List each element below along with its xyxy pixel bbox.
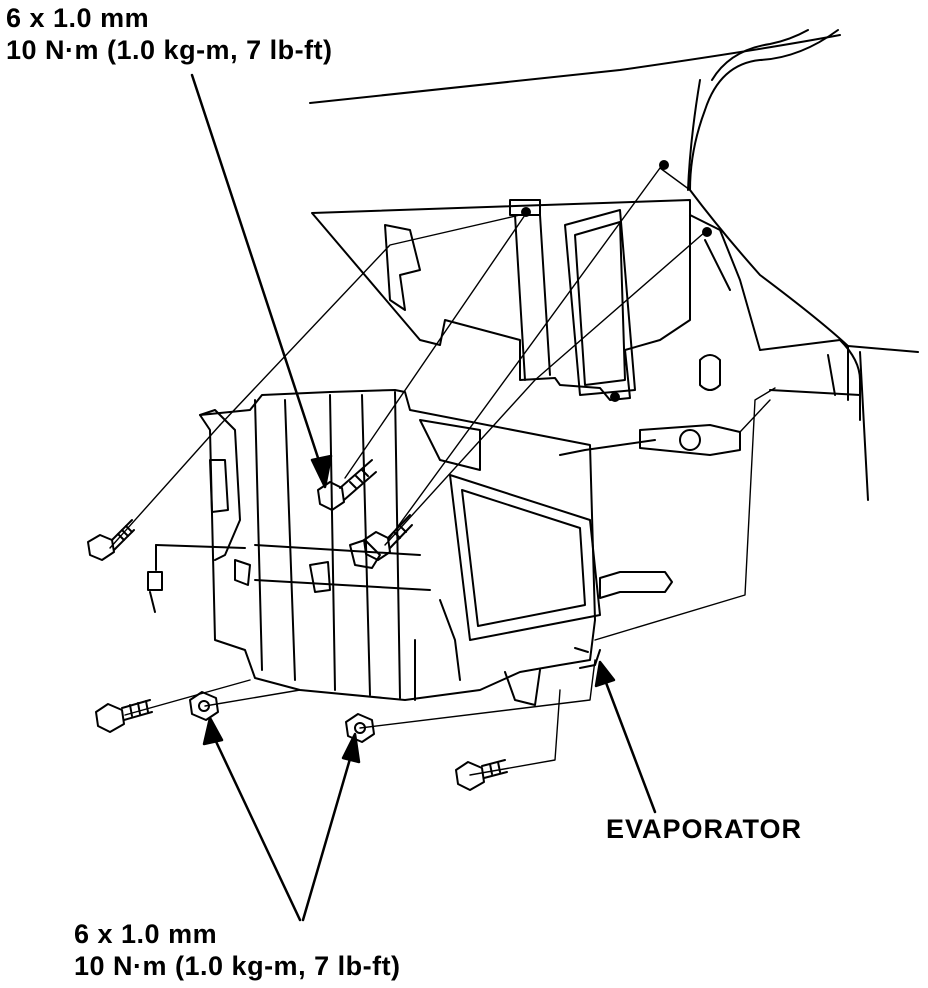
evaporator-callout-arrow xyxy=(603,678,657,814)
bottom-callout-arrow-left xyxy=(210,731,302,922)
bottom-callout-arrow-right xyxy=(301,750,354,922)
assembly-guide-lines xyxy=(109,167,776,776)
top-fastener-torque: 10 N·m (1.0 kg-m, 7 lb-ft) xyxy=(6,35,333,65)
bolt-center-right xyxy=(363,514,413,561)
nut-left xyxy=(189,691,219,721)
bottom-fastener-size: 6 x 1.0 mm xyxy=(74,919,218,949)
top-fastener-size: 6 x 1.0 mm xyxy=(6,3,150,33)
top-fastener-spec: 6 x 1.0 mm 10 N·m (1.0 kg-m, 7 lb-ft) xyxy=(6,2,333,66)
bottom-fastener-torque: 10 N·m (1.0 kg-m, 7 lb-ft) xyxy=(74,951,401,981)
bolt-center xyxy=(317,459,377,511)
bolt-left-lower xyxy=(95,699,153,733)
body-panel xyxy=(309,29,919,501)
left-bracket xyxy=(147,409,381,613)
evaporator-label: EVAPORATOR xyxy=(606,814,803,844)
evaporator-housing xyxy=(199,389,741,706)
bolt-left-upper xyxy=(87,519,135,561)
mounting-bracket xyxy=(311,160,761,402)
bolt-bottom xyxy=(455,759,508,791)
callout-arrows xyxy=(190,73,657,922)
nut-right xyxy=(345,713,375,743)
top-callout-arrow xyxy=(190,73,324,472)
bottom-fastener-spec: 6 x 1.0 mm 10 N·m (1.0 kg-m, 7 lb-ft) xyxy=(74,918,401,982)
